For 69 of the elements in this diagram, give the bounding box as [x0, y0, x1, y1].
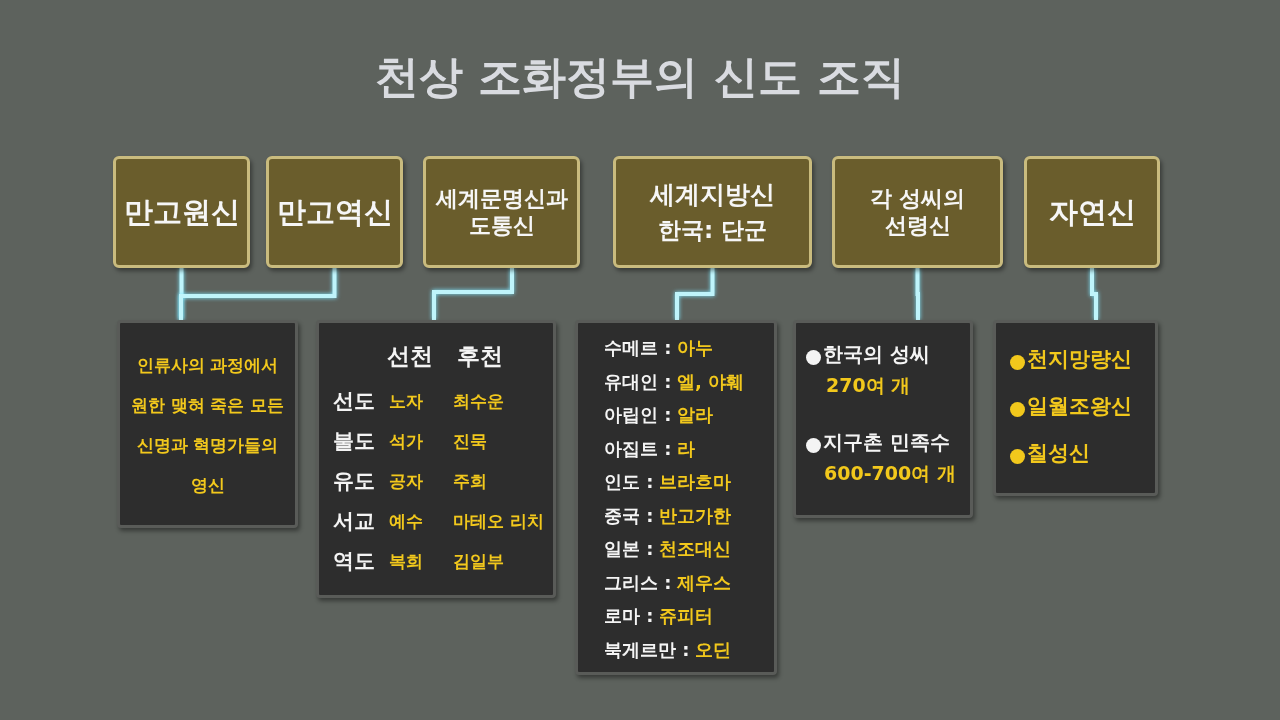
- god-name: 아누: [677, 336, 713, 360]
- category-box: [1024, 156, 1160, 268]
- table-cell-text: 석가: [389, 430, 423, 453]
- connector-line: [432, 268, 514, 320]
- region-name: 중국 :: [604, 503, 654, 528]
- table-cell-text: 예수: [389, 510, 423, 533]
- table-cell-text: 노자: [389, 390, 423, 413]
- row-label: 역도: [333, 548, 375, 575]
- table-cell-text: 최수운: [453, 390, 504, 413]
- title: 천상 조화정부의 신도 조직: [374, 50, 906, 104]
- category-title: 세계지방신: [650, 179, 775, 211]
- table-cell-text: 주희: [453, 470, 487, 493]
- connector-line: [179, 268, 337, 320]
- category-title: 각 성씨의 선령신: [868, 184, 967, 240]
- row-label: 불도: [333, 428, 375, 455]
- god-name: 반고가한: [659, 503, 731, 528]
- category-box: [613, 156, 812, 268]
- row-label: 서교: [333, 508, 375, 535]
- row-label: 유도: [333, 468, 375, 495]
- count-text: 600-700여 개: [824, 461, 956, 486]
- god-name: 알라: [677, 403, 713, 427]
- count-text: 270여 개: [826, 373, 911, 398]
- god-name: 쥬피터: [659, 604, 713, 628]
- info-panel: [793, 320, 973, 518]
- row-label: 선도: [333, 388, 375, 415]
- category-title: 만고원신: [123, 193, 240, 231]
- bullet-item: 천지망량신: [1027, 346, 1132, 373]
- category-box: [113, 156, 250, 268]
- info-panel: [993, 320, 1158, 496]
- bullet-item: 한국의 성씨: [823, 341, 930, 368]
- bullet-item: 지구촌 민족수: [823, 429, 950, 456]
- category-title: 세계문명신과 도통신: [434, 184, 569, 240]
- table-cell-text: 복희: [389, 550, 423, 573]
- info-panel: [316, 320, 556, 598]
- connector-line: [675, 268, 715, 320]
- region-name: 그리스 :: [604, 570, 672, 595]
- region-name: 수메르 :: [604, 336, 672, 360]
- god-name: 오딘: [695, 637, 731, 662]
- god-name: 엘, 야훼: [677, 369, 745, 394]
- bullet-item: 일월조왕신: [1027, 393, 1132, 420]
- category-title: 만고역신: [276, 193, 393, 231]
- table-header: 후천: [457, 342, 503, 371]
- category-box: [832, 156, 1003, 268]
- god-name: 천조대신: [659, 537, 731, 561]
- region-name: 인도 :: [604, 470, 654, 494]
- category-subtitle: 한국: 단군: [657, 216, 768, 245]
- info-panel: [575, 320, 777, 675]
- table-header: 선천: [387, 342, 433, 371]
- category-box: [266, 156, 403, 268]
- category-title: 자연신: [1048, 193, 1136, 231]
- god-name: 브라흐마: [659, 470, 731, 494]
- info-panel: [117, 320, 298, 528]
- connector-line: [915, 268, 920, 320]
- region-name: 북게르만 :: [604, 637, 690, 662]
- god-name: 제우스: [677, 570, 731, 595]
- description-text: 인류사의 과정에서 원한 맺혀 죽은 모든 신명과 혁명가들의 영신: [129, 354, 286, 497]
- bullet-item: 칠성신: [1027, 440, 1090, 467]
- region-name: 로마 :: [604, 604, 654, 628]
- region-name: 아집트 :: [604, 436, 672, 461]
- table-cell-text: 공자: [389, 470, 423, 493]
- connector-line: [1090, 268, 1098, 320]
- table-cell-text: 진묵: [453, 430, 487, 453]
- region-name: 아립인 :: [604, 403, 672, 427]
- god-name: 라: [677, 436, 695, 461]
- table-cell-text: 김일부: [453, 550, 504, 573]
- category-box: [423, 156, 580, 268]
- region-name: 유대인 :: [604, 369, 672, 394]
- region-name: 일본 :: [604, 537, 654, 561]
- table-cell-text: 마테오 리치: [453, 510, 544, 533]
